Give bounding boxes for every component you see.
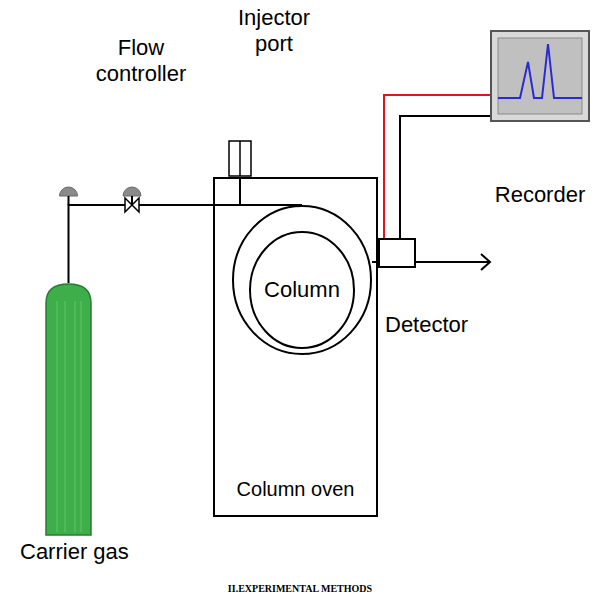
injector-tube (239, 141, 241, 176)
figure-caption: II.EXPERIMENTAL METHODS (0, 583, 600, 594)
cylinder-shading (81, 301, 82, 532)
coil-outer-loop (233, 206, 371, 354)
pressure-gauge (60, 187, 78, 196)
coil-inner-loop (250, 232, 354, 348)
chromatogram-trace (498, 44, 582, 98)
cylinder-shading (57, 301, 58, 532)
column-coil: Column (232, 205, 372, 355)
pipe-connector (400, 116, 490, 238)
cylinder-body (46, 284, 91, 535)
injector-port-outline (228, 140, 252, 177)
recorder-frame (491, 31, 589, 121)
column-oven: ColumnColumn oven (213, 177, 378, 517)
outlet-line (416, 261, 490, 263)
pipe-connector (384, 95, 490, 238)
node-label: Column oven (215, 477, 376, 501)
cylinder-shading (75, 301, 76, 532)
injector-body (229, 141, 251, 176)
gauge-stem (68, 196, 70, 205)
gas-cylinder: Carrier gas (45, 283, 92, 535)
pipe-connector (240, 177, 302, 205)
recorder-panel (498, 38, 582, 114)
injector-port: Injector port (228, 140, 252, 177)
outlet-arrow (481, 254, 490, 270)
gas-cylinder-outline (45, 283, 92, 535)
recorder-screen: Recorder (490, 30, 590, 122)
node-label: Column (264, 277, 340, 303)
valve-symbol (125, 198, 139, 212)
node-label: Injector port (234, 5, 314, 58)
part-label: Flow controller (88, 35, 194, 88)
node-label: Detector (385, 312, 468, 338)
cylinder-shading (65, 301, 66, 532)
pressure-gauge (123, 187, 141, 196)
detector-box: Detector (378, 238, 416, 268)
node-label: Recorder (495, 182, 585, 208)
node-label: Carrier gas (20, 539, 129, 565)
recorder-screen-outline (490, 30, 590, 122)
